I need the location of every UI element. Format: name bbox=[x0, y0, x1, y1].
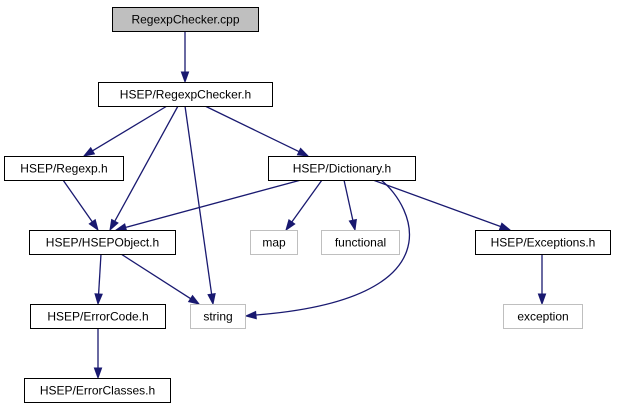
node-regexpchecker-h-box bbox=[98, 82, 273, 107]
edge-regexpchecker-h-to-dictionary-h-arrowhead bbox=[296, 147, 310, 157]
edge-dictionary-h-to-exceptions-h-line bbox=[372, 179, 502, 228]
node-errorclasses-h[interactable]: HSEP/ErrorClasses.h bbox=[24, 378, 171, 403]
edge-regexp-h-to-hsepobject-h-arrowhead bbox=[88, 218, 99, 232]
node-exceptions-h-label: HSEP/Exceptions.h bbox=[491, 236, 596, 250]
edge-regexpchecker-h-to-regexp-h-arrowhead bbox=[82, 146, 96, 157]
edge-regexpchecker-h-to-regexp-h bbox=[82, 105, 168, 157]
node-string: string bbox=[190, 304, 246, 329]
node-exception: exception bbox=[503, 304, 583, 329]
node-exceptions-h-box bbox=[475, 230, 611, 255]
edge-hsepobject-h-to-errorcode-h bbox=[94, 253, 103, 306]
node-regexp-h-label: HSEP/Regexp.h bbox=[20, 162, 107, 176]
edge-exceptions-h-to-exception bbox=[537, 254, 547, 306]
node-regexpchecker-h[interactable]: HSEP/RegexpChecker.h bbox=[98, 82, 273, 107]
node-exception-label: exception bbox=[517, 310, 568, 324]
node-regexpchecker-cpp[interactable]: RegexpChecker.cpp bbox=[112, 7, 259, 32]
node-functional: functional bbox=[321, 230, 400, 255]
node-errorclasses-h-box bbox=[24, 378, 171, 403]
node-dictionary-h[interactable]: HSEP/Dictionary.h bbox=[268, 156, 416, 181]
node-map: map bbox=[250, 230, 298, 255]
edge-hsepobject-h-to-errorcode-h-line bbox=[97, 253, 102, 296]
edge-dictionary-h-to-hsepobject-h-arrowhead bbox=[114, 223, 128, 232]
node-regexpchecker-cpp-label: RegexpChecker.cpp bbox=[131, 13, 239, 27]
edge-dictionary-h-to-map-arrowhead bbox=[285, 218, 296, 232]
edge-dictionary-h-to-map-line bbox=[290, 179, 323, 224]
edge-dictionary-h-to-functional-arrowhead bbox=[348, 218, 357, 232]
edge-regexpchecker-h-to-dictionary-h-line bbox=[204, 105, 301, 153]
node-hsepobject-h-box bbox=[29, 230, 176, 255]
node-hsepobject-h[interactable]: HSEP/HSEPObject.h bbox=[29, 230, 176, 255]
node-regexpchecker-cpp-box bbox=[112, 7, 259, 32]
nodes-layer: RegexpChecker.cppHSEP/RegexpChecker.hHSE… bbox=[4, 7, 611, 403]
node-errorcode-h-label: HSEP/ErrorCode.h bbox=[47, 310, 148, 324]
edge-regexpchecker-h-to-regexp-h-line bbox=[91, 105, 168, 152]
node-hsepobject-h-label: HSEP/HSEPObject.h bbox=[46, 236, 159, 250]
edge-dictionary-h-to-exceptions-h-arrowhead bbox=[498, 222, 512, 231]
edge-dictionary-h-to-functional bbox=[343, 179, 357, 232]
node-exceptions-h[interactable]: HSEP/Exceptions.h bbox=[475, 230, 611, 255]
edge-dictionary-h-to-string-line bbox=[255, 179, 411, 316]
node-string-label: string bbox=[203, 310, 232, 324]
node-functional-label: functional bbox=[335, 236, 386, 250]
edge-regexpchecker-h-to-hsepobject-h-arrowhead bbox=[109, 218, 119, 232]
edge-regexp-h-to-hsepobject-h-line bbox=[62, 179, 94, 223]
edge-errorcode-h-to-errorclasses-h bbox=[93, 328, 103, 380]
edge-hsepobject-h-to-string bbox=[120, 253, 201, 305]
edge-dictionary-h-to-exceptions-h bbox=[372, 179, 512, 231]
node-errorcode-h-box bbox=[30, 304, 166, 329]
edge-dictionary-h-to-map bbox=[285, 179, 323, 232]
edge-hsepobject-h-to-string-line bbox=[120, 253, 192, 300]
edge-regexp-h-to-hsepobject-h bbox=[62, 179, 99, 232]
edge-regexpchecker-h-to-hsepobject-h bbox=[109, 105, 179, 232]
node-map-box bbox=[250, 230, 298, 255]
edge-regexpchecker-h-to-string-line bbox=[184, 105, 213, 296]
edge-dictionary-h-to-hsepobject-h-line bbox=[124, 179, 302, 229]
node-dictionary-h-box bbox=[268, 156, 416, 181]
edge-dictionary-h-to-string bbox=[244, 179, 411, 320]
node-regexp-h[interactable]: HSEP/Regexp.h bbox=[4, 156, 124, 181]
edge-dictionary-h-to-hsepobject-h bbox=[114, 179, 302, 232]
node-errorclasses-h-label: HSEP/ErrorClasses.h bbox=[40, 384, 155, 398]
node-errorcode-h[interactable]: HSEP/ErrorCode.h bbox=[30, 304, 166, 329]
node-map-label: map bbox=[262, 236, 286, 250]
edge-regexpchecker-cpp-to-regexpchecker-h bbox=[180, 31, 190, 84]
edge-exceptions-h-to-exception-arrowhead bbox=[537, 293, 547, 306]
node-exception-box bbox=[503, 304, 583, 329]
node-functional-box bbox=[321, 230, 400, 255]
edge-regexpchecker-h-to-string-arrowhead bbox=[207, 292, 216, 306]
edge-hsepobject-h-to-string-arrowhead bbox=[187, 294, 201, 305]
edge-errorcode-h-to-errorclasses-h-arrowhead bbox=[93, 367, 103, 380]
edge-hsepobject-h-to-errorcode-h-arrowhead bbox=[94, 293, 103, 306]
edge-dictionary-h-to-string-arrowhead bbox=[244, 310, 257, 320]
node-string-box bbox=[190, 304, 246, 329]
edge-regexpchecker-h-to-dictionary-h bbox=[204, 105, 310, 157]
edge-regexpchecker-h-to-string bbox=[184, 105, 216, 306]
edge-regexpchecker-h-to-hsepobject-h-line bbox=[113, 105, 179, 223]
node-regexp-h-box bbox=[4, 156, 124, 181]
edge-regexpchecker-cpp-to-regexpchecker-h-arrowhead bbox=[180, 71, 190, 84]
edges-layer bbox=[62, 31, 547, 380]
node-regexpchecker-h-label: HSEP/RegexpChecker.h bbox=[120, 88, 251, 102]
edge-dictionary-h-to-functional-line bbox=[343, 179, 354, 222]
node-dictionary-h-label: HSEP/Dictionary.h bbox=[293, 162, 391, 176]
